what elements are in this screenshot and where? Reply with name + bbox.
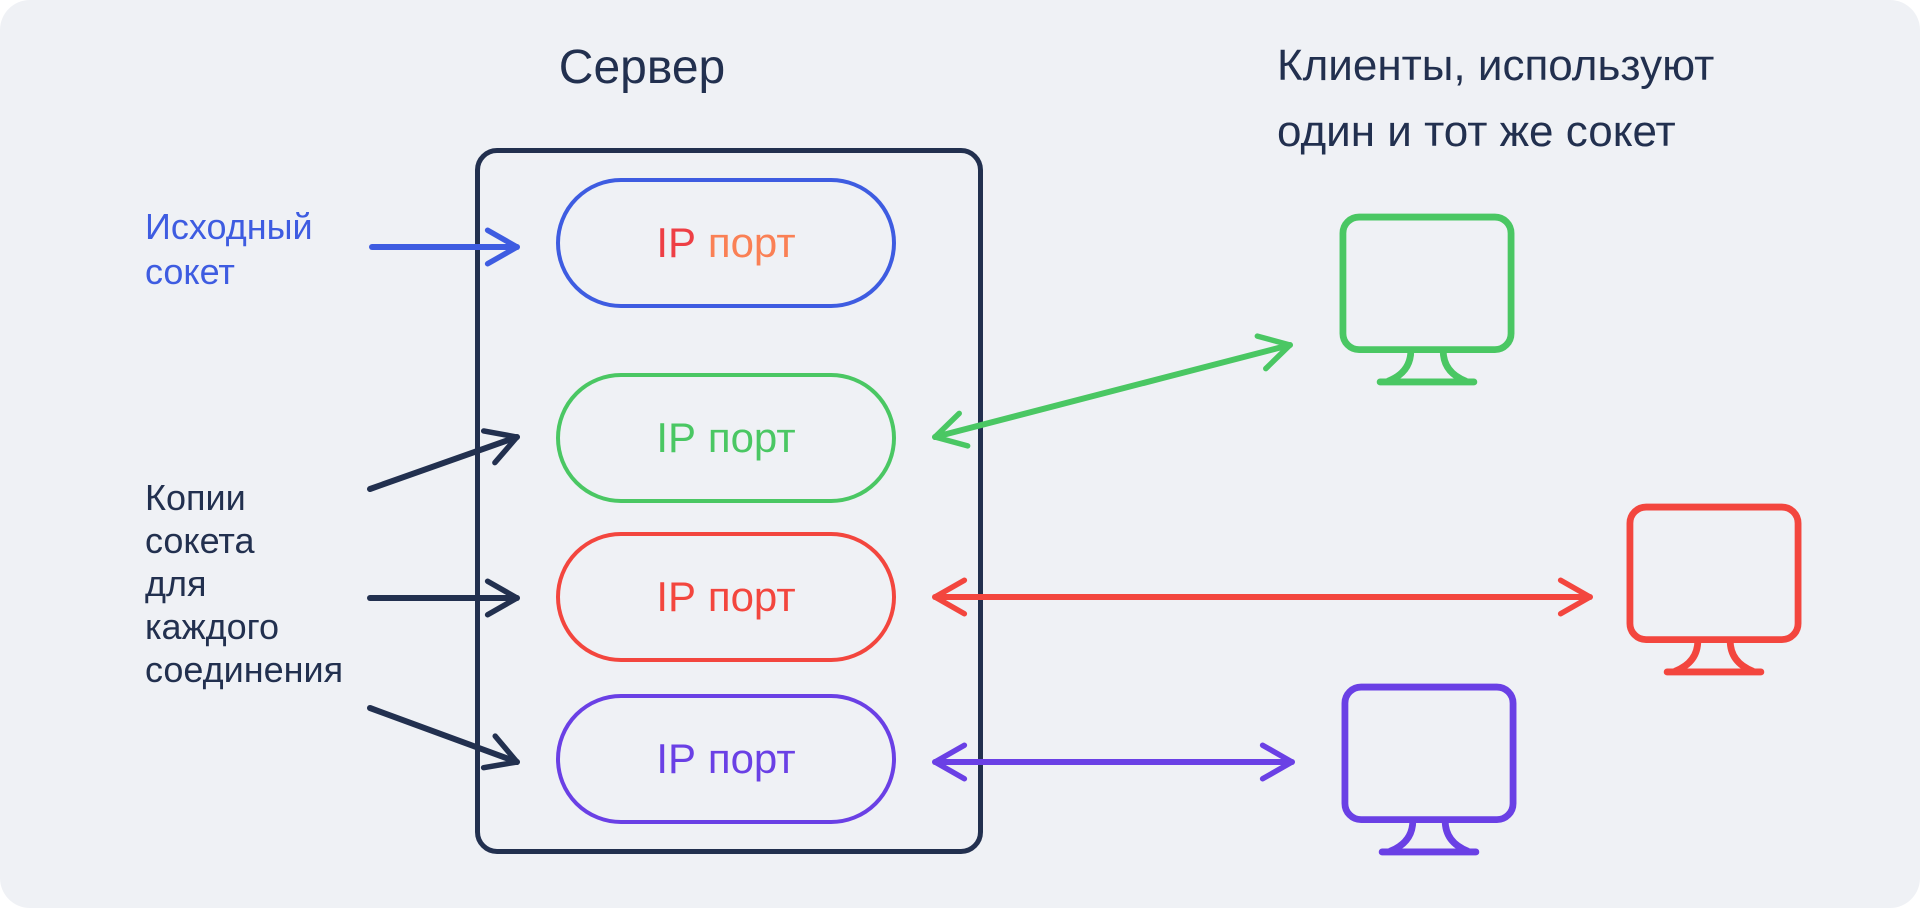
ip-label: IP xyxy=(656,735,697,782)
ip-label: IP xyxy=(656,219,697,266)
server-box xyxy=(475,148,983,854)
socket-copies-label: Копии сокета для каждого соединения xyxy=(145,476,343,691)
monitor-icon-green-client xyxy=(1339,213,1515,386)
monitor-icon-red-client xyxy=(1626,503,1802,676)
server-title: Сервер xyxy=(558,41,726,94)
source-socket-label: Исходный сокет xyxy=(145,204,313,294)
source-socket-label-line1: Исходный xyxy=(145,206,313,247)
socket-copies-line3: для xyxy=(145,563,207,604)
port-label: порт xyxy=(707,414,796,461)
monitor-icon-purple-client xyxy=(1341,683,1517,856)
clients-title-line2: один и тот же сокет xyxy=(1277,107,1676,156)
ip-label: IP xyxy=(656,573,697,620)
ip-label: IP xyxy=(656,414,697,461)
socket-copies-line5: соединения xyxy=(145,649,344,690)
clients-title-line1: Клиенты, используют xyxy=(1277,41,1715,90)
arrow-green-client xyxy=(932,333,1293,449)
socket-copies-line4: каждого xyxy=(145,606,280,647)
source-socket-label-line2: сокет xyxy=(145,251,235,292)
port-label: порт xyxy=(707,735,796,782)
socket-copies-line1: Копии xyxy=(145,477,246,518)
port-label: порт xyxy=(707,219,796,266)
port-label: порт xyxy=(707,573,796,620)
socket-copies-line2: сокета xyxy=(145,520,255,561)
clients-title: Клиенты, используют один и тот же сокет xyxy=(1277,33,1714,165)
